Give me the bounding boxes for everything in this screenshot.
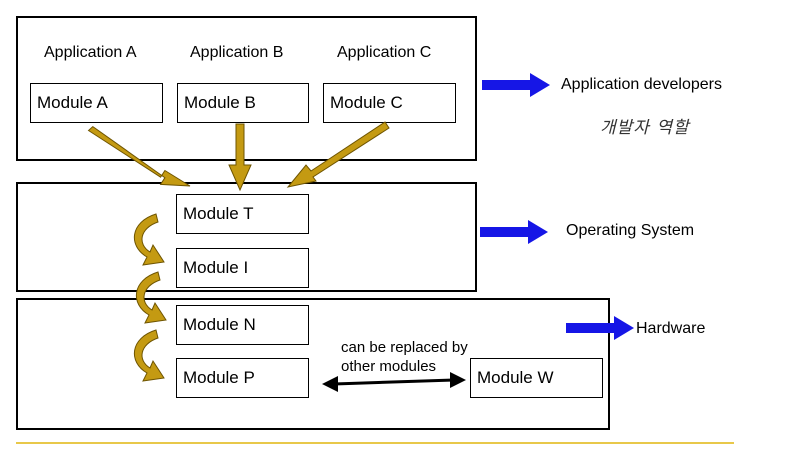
module-c: Module C <box>323 83 456 123</box>
module-i: Module I <box>176 248 309 288</box>
flow-arrow-a-to-t <box>87 125 191 187</box>
module-n: Module N <box>176 305 309 345</box>
side-arrow-os <box>480 220 548 244</box>
curve-arrow-i-to-n <box>135 271 167 324</box>
hardware-label: Hardware <box>636 320 706 337</box>
module-p: Module P <box>176 358 309 398</box>
flow-arrow-c-to-t <box>286 121 390 188</box>
module-a: Module A <box>30 83 163 123</box>
replace-double-arrow <box>322 372 466 392</box>
application-b-label: Application B <box>190 44 284 61</box>
application-developers-label: Application developers <box>561 76 722 93</box>
curve-arrow-n-to-p <box>133 329 165 382</box>
side-arrow-application <box>482 73 550 97</box>
replace-note-line1: can be replaced by <box>341 339 468 356</box>
application-a-label: Application A <box>44 44 137 61</box>
curve-arrow-t-to-i <box>133 213 165 266</box>
module-t: Module T <box>176 194 309 234</box>
flow-arrow-b-to-t <box>228 123 252 192</box>
application-c-label: Application C <box>337 44 432 61</box>
module-b: Module B <box>177 83 309 123</box>
side-arrow-hardware <box>566 316 634 340</box>
handwritten-note: 개발자 역할 <box>600 118 690 138</box>
replace-note-line2: other modules <box>341 358 437 375</box>
operating-system-label: Operating System <box>566 222 695 239</box>
module-w: Module W <box>470 358 603 398</box>
